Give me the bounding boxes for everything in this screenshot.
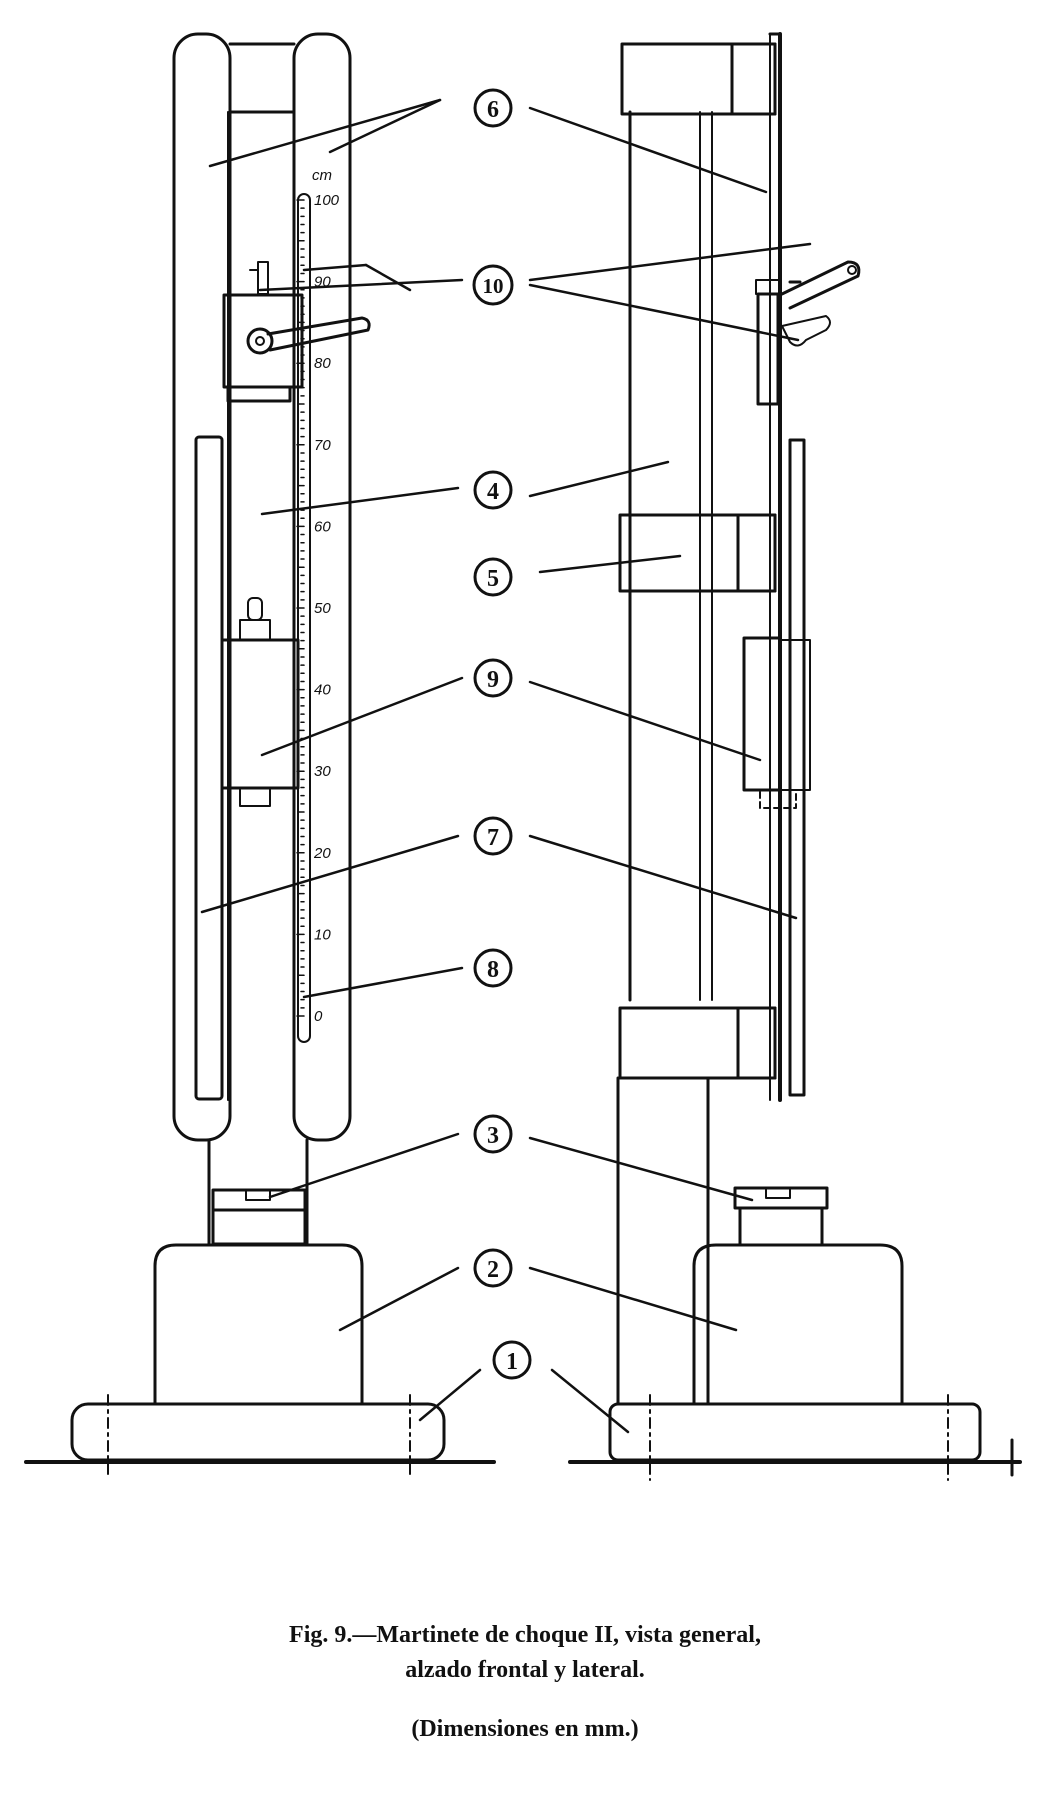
scale-tick-label: 20 (313, 845, 331, 862)
callout-1: 1 (492, 1340, 532, 1380)
callout-8: 8 (473, 948, 513, 988)
side-view (568, 32, 1022, 1481)
scale-tick-label: 0 (314, 1008, 323, 1025)
callout-3: 3 (473, 1114, 513, 1154)
svg-text:2: 2 (487, 1257, 499, 1283)
leader-lines (200, 98, 812, 1434)
svg-text:10: 10 (483, 274, 504, 298)
front-release-lever (266, 316, 371, 352)
side-anvil (733, 1186, 829, 1210)
side-lower-collar (618, 1006, 740, 1080)
svg-text:1: 1 (506, 1349, 518, 1375)
svg-text:3: 3 (487, 1123, 499, 1149)
front-left-rail (172, 32, 232, 1142)
callout-10: 10 (472, 264, 514, 306)
scale-tick-label: 10 (314, 926, 331, 943)
side-release-lever (780, 260, 861, 310)
scale-tick-label: 100 (314, 192, 340, 209)
figure-caption-line-2: alzado frontal y lateral. (405, 1657, 645, 1683)
side-base-plate (608, 1402, 982, 1462)
callout-5: 5 (473, 557, 513, 597)
side-sliding-collar (618, 513, 740, 593)
front-scale-tube (297, 193, 311, 1043)
callout-4: 4 (473, 470, 513, 510)
side-top-block (620, 42, 734, 116)
front-guide-slot (194, 435, 224, 1101)
side-drop-weight (742, 636, 782, 792)
figure-caption-line-1: Fig. 9.—Martinete de choque II, vista ge… (289, 1622, 761, 1648)
svg-text:9: 9 (487, 667, 499, 693)
scale-tick-label: 30 (314, 763, 331, 780)
callout-9: 9 (473, 658, 513, 698)
callout-2: 2 (473, 1248, 513, 1288)
front-base-plate (70, 1402, 446, 1462)
side-guide-plate (788, 438, 806, 1097)
svg-text:8: 8 (487, 957, 499, 983)
callout-6: 6 (473, 88, 513, 128)
front-right-rail (292, 32, 352, 1142)
scale-tick-label: 70 (314, 437, 331, 454)
front-weight-block (153, 1243, 364, 1406)
scale-ticks (296, 199, 305, 1017)
scale-tick-label: 50 (314, 600, 331, 617)
svg-text:6: 6 (487, 97, 499, 123)
scale-tick-label: 80 (314, 355, 331, 372)
front-drop-weight (220, 638, 300, 790)
scale-tick-label: 60 (314, 518, 331, 535)
scale-unit-label: cm (312, 167, 332, 184)
side-release-device (756, 292, 780, 406)
side-weight-block (692, 1243, 904, 1406)
figure-caption-dimensions-note: (Dimensiones en mm.) (411, 1716, 639, 1742)
svg-text:7: 7 (487, 825, 499, 851)
front-view (24, 32, 496, 1476)
callout-7: 7 (473, 816, 513, 856)
svg-text:4: 4 (487, 479, 499, 505)
scale-tick-label: 40 (314, 682, 331, 699)
svg-text:5: 5 (487, 566, 499, 592)
